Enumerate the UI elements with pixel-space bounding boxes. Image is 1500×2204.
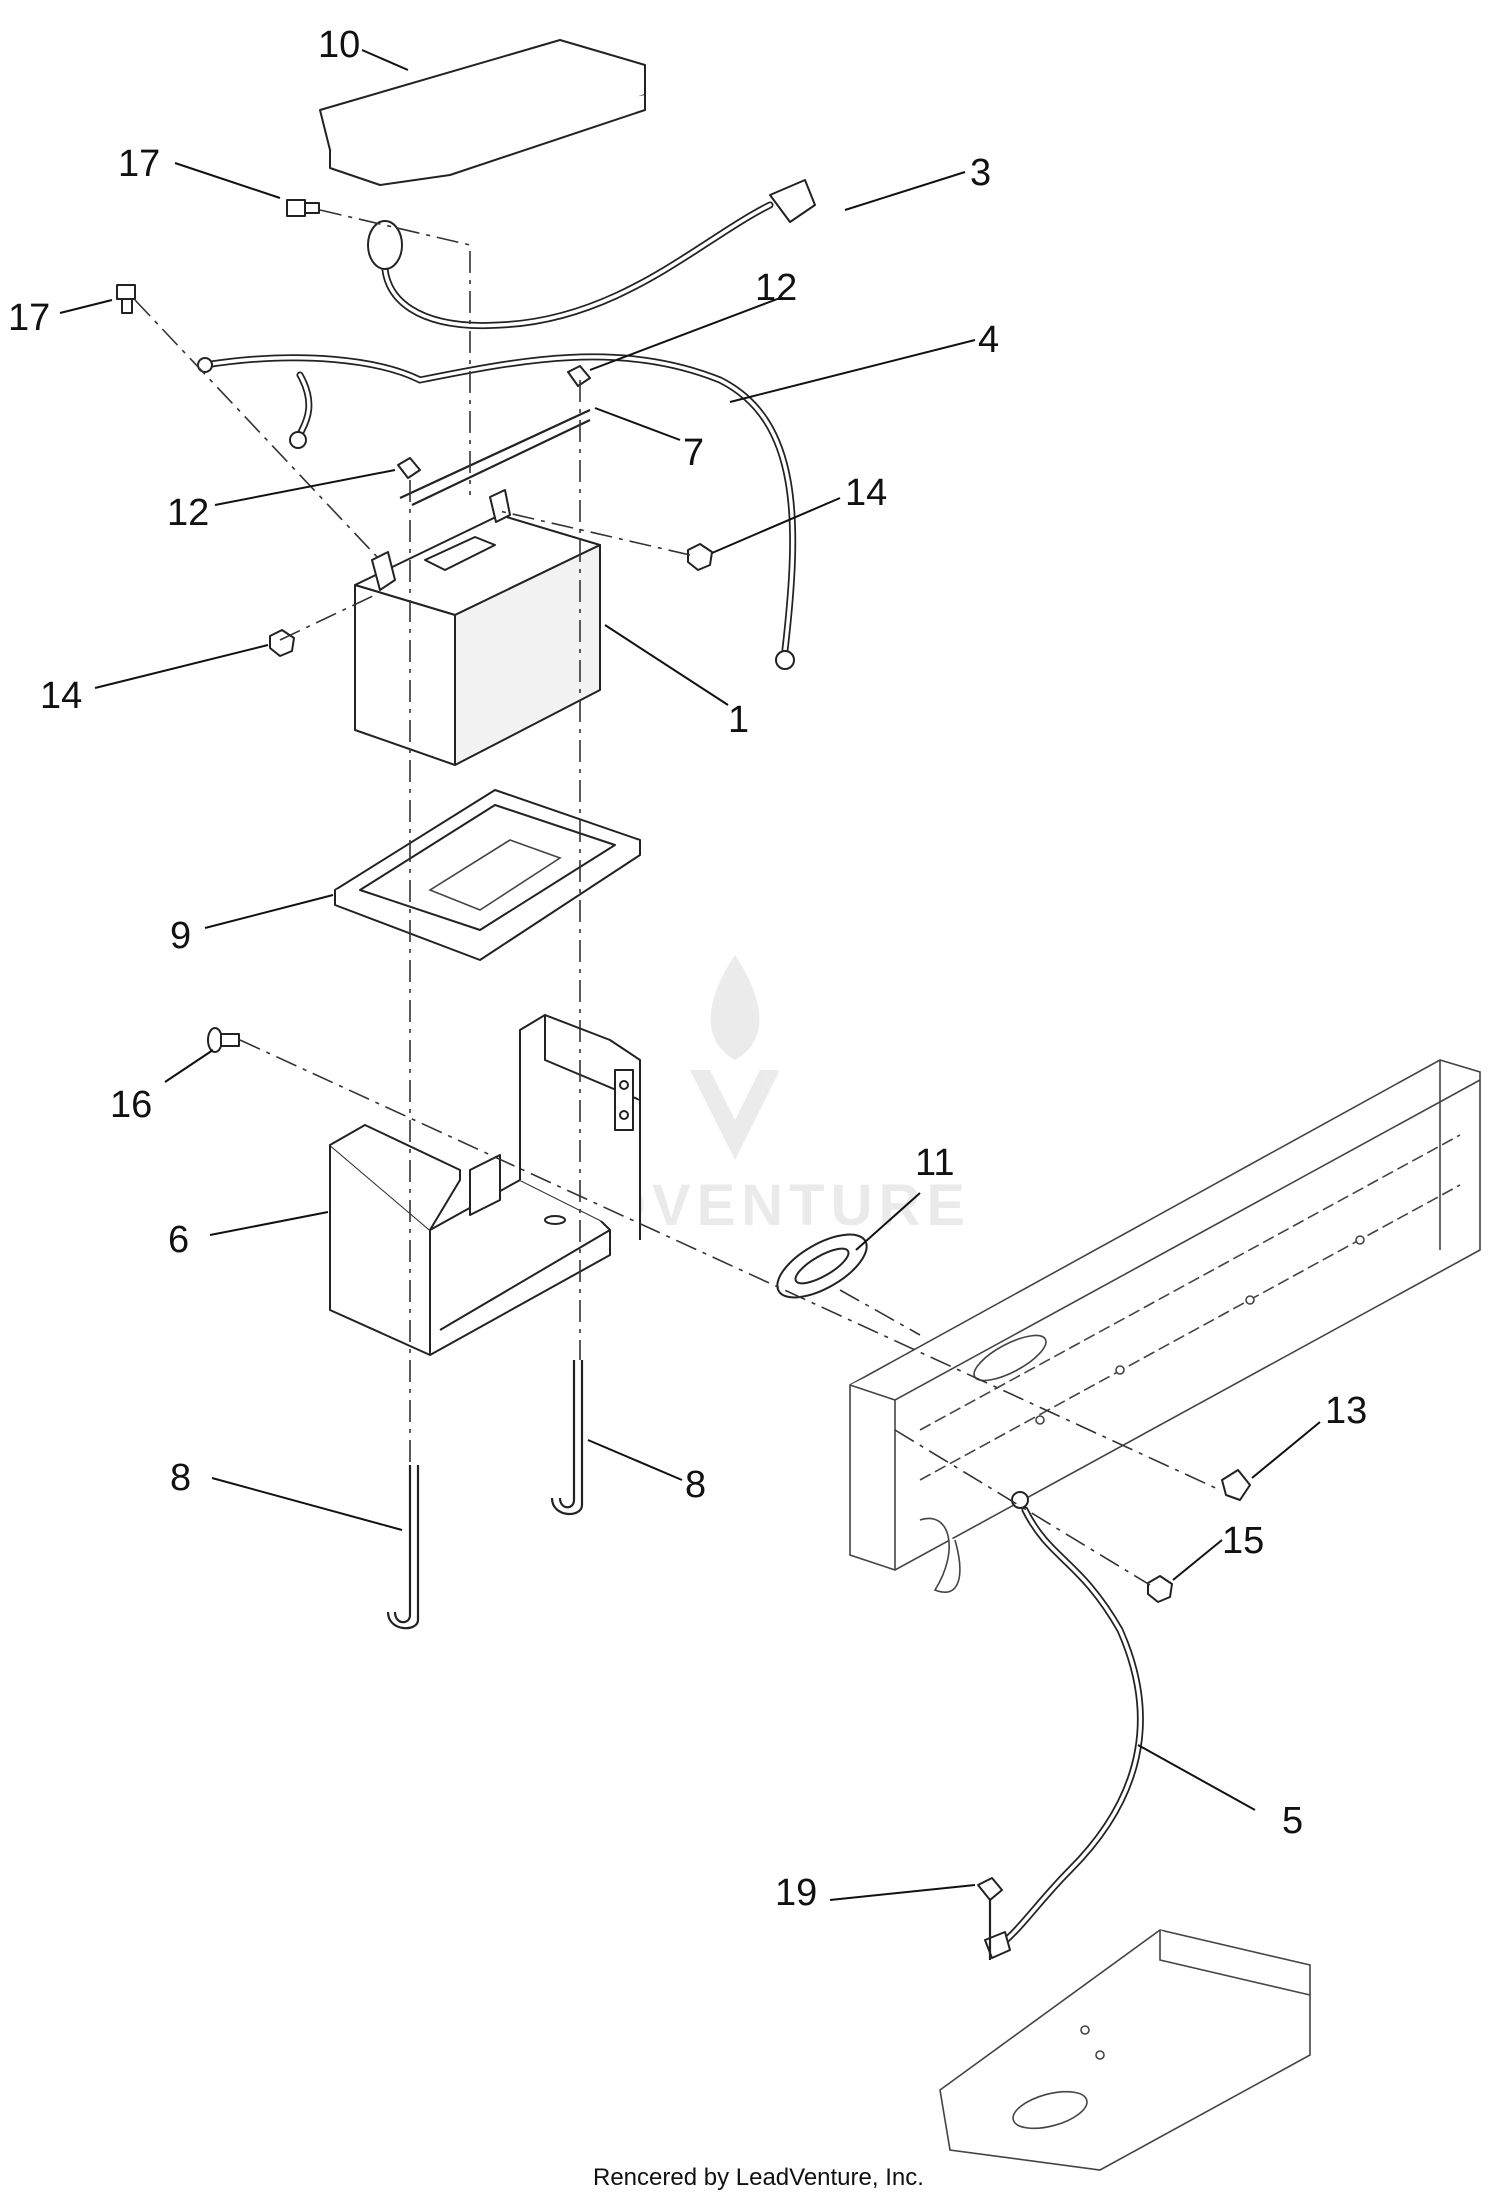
part-12-wing-nut-upper — [567, 365, 591, 387]
callout-13: 13 — [1325, 1390, 1367, 1432]
part-5-ground-cable — [996, 1506, 1144, 1949]
callout-11: 11 — [915, 1142, 954, 1184]
part-13-clip — [1221, 1469, 1251, 1501]
part-15-nut — [1147, 1575, 1173, 1603]
callout-19: 19 — [775, 1872, 817, 1914]
callout-17-top: 17 — [118, 143, 160, 185]
callout-3: 3 — [970, 152, 991, 194]
callout-15: 15 — [1222, 1520, 1264, 1562]
footer-credit: Rencered by LeadVenture, Inc. — [593, 2164, 924, 2191]
part-1-battery — [354, 489, 601, 766]
callout-8-left: 8 — [170, 1457, 191, 1499]
leader-lines — [59, 49, 1321, 1901]
mounting-plate — [939, 1929, 1311, 2171]
callout-9: 9 — [170, 915, 191, 957]
callout-6: 6 — [168, 1219, 189, 1261]
callout-12-upper: 12 — [755, 267, 797, 309]
part-12-wing-nut-lower — [397, 457, 421, 479]
callout-5: 5 — [1282, 1800, 1303, 1842]
frame-rail — [849, 1059, 1481, 1593]
callout-1: 1 — [728, 699, 749, 741]
callout-17-left: 17 — [8, 297, 50, 339]
part-14-nut-right — [687, 543, 713, 571]
alignment-lines — [134, 209, 1221, 1586]
part-3-positive-cable — [381, 201, 774, 330]
part-8-j-bolt-left — [386, 1465, 420, 1630]
part-7-hold-down — [399, 409, 591, 499]
callout-14-left: 14 — [40, 675, 82, 717]
part-14-nut-left — [269, 629, 295, 657]
part-17-bolt-left — [116, 284, 136, 314]
callouts: 10 17 3 17 12 4 7 12 14 14 1 9 16 11 6 1… — [8, 24, 1367, 1914]
callout-7: 7 — [683, 432, 704, 474]
part-9-battery-tray — [334, 789, 641, 961]
callout-10: 10 — [318, 24, 360, 66]
callout-8-right: 8 — [685, 1464, 706, 1506]
callout-12-lower: 12 — [167, 492, 209, 534]
part-6-battery-box — [329, 1014, 641, 1356]
callout-14-right: 14 — [845, 472, 887, 514]
callout-4: 4 — [978, 319, 999, 361]
part-16-bolt — [207, 1027, 240, 1053]
part-17-bolt-top — [286, 199, 320, 217]
part-8-j-bolt-right — [550, 1360, 584, 1515]
part-19-bolt — [977, 1877, 1003, 1960]
callout-16: 16 — [110, 1084, 152, 1126]
